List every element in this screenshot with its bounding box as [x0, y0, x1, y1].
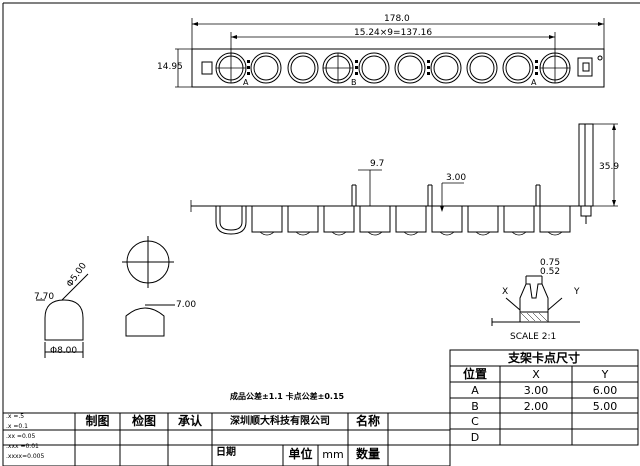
front-dimensions — [190, 123, 618, 212]
slot-detail — [491, 275, 580, 326]
strip-circles — [215, 52, 571, 84]
offset-a-label: 9.7 — [370, 159, 385, 169]
unit-value: mm — [322, 448, 344, 461]
date-label: 日期 — [216, 447, 236, 458]
title-block-grid — [2, 412, 451, 466]
offset-b-label: 3.00 — [446, 173, 467, 183]
strip-letter-b: B — [351, 78, 357, 87]
pitch-total-label: 15.24×9=137.16 — [354, 28, 433, 38]
support-row-d-pos: D — [470, 431, 480, 444]
support-row-b-x: 2.00 — [523, 400, 549, 413]
support-row-a-pos: A — [471, 384, 479, 397]
top-dimensions — [175, 18, 605, 88]
axis-y-label: Y — [574, 287, 580, 297]
slot-inner-label: 0.52 — [540, 267, 561, 277]
overall-length-label: 178.0 — [384, 14, 410, 24]
support-table-header-y: Y — [601, 368, 609, 381]
tip-height-label: 7.70 — [34, 292, 55, 302]
tolerance-line-1: .x =.5 — [6, 413, 25, 420]
unit-label: 单位 — [288, 447, 313, 461]
tolerance-note: 成品公差±1.1 卡点公差±0.15 — [230, 392, 345, 401]
company-name: 深圳顺大科技有限公司 — [230, 416, 330, 427]
approved-by-label: 承认 — [177, 414, 202, 428]
checked-by-label: 检图 — [131, 414, 156, 428]
support-row-a-y: 6.00 — [592, 384, 618, 397]
tolerance-line-3: .xx =0.05 — [6, 433, 36, 440]
support-row-b-y: 5.00 — [592, 400, 618, 413]
strip-letter-a: A — [243, 78, 249, 87]
dome-detail — [36, 273, 89, 358]
support-table-header-x: X — [532, 368, 540, 381]
side-height-label: 7.00 — [176, 300, 197, 310]
support-table-grid — [449, 349, 639, 446]
name-label: 名称 — [355, 414, 380, 428]
height-label: 14.95 — [157, 62, 183, 72]
axis-x-label: X — [502, 287, 509, 297]
support-row-b-pos: B — [471, 400, 479, 413]
strip-letter-a2: A — [531, 78, 537, 87]
tolerance-line-4: .xxx =0.01 — [6, 443, 39, 450]
support-table-title: 支架卡点尺寸 — [507, 351, 580, 365]
slot-outer-label: 0.75 — [540, 258, 561, 268]
support-row-a-x: 3.00 — [523, 384, 549, 397]
support-row-c-pos: C — [471, 415, 479, 428]
side-dome-detail — [125, 304, 175, 337]
tolerance-line-2: .x =0.1 — [6, 423, 28, 430]
base-diameter-label: Φ8.00 — [50, 346, 78, 356]
support-table-header-pos: 位置 — [462, 367, 487, 381]
scale-label: SCALE 2:1 — [510, 332, 557, 342]
quantity-label: 数量 — [355, 447, 380, 461]
top-view-strip — [191, 48, 605, 88]
circle-detail — [122, 236, 174, 288]
tolerance-line-5: .xxxx=0.005 — [6, 453, 45, 460]
front-view — [191, 123, 594, 236]
post-height-label: 35.9 — [599, 162, 620, 172]
drawn-by-label: 制图 — [85, 414, 110, 428]
